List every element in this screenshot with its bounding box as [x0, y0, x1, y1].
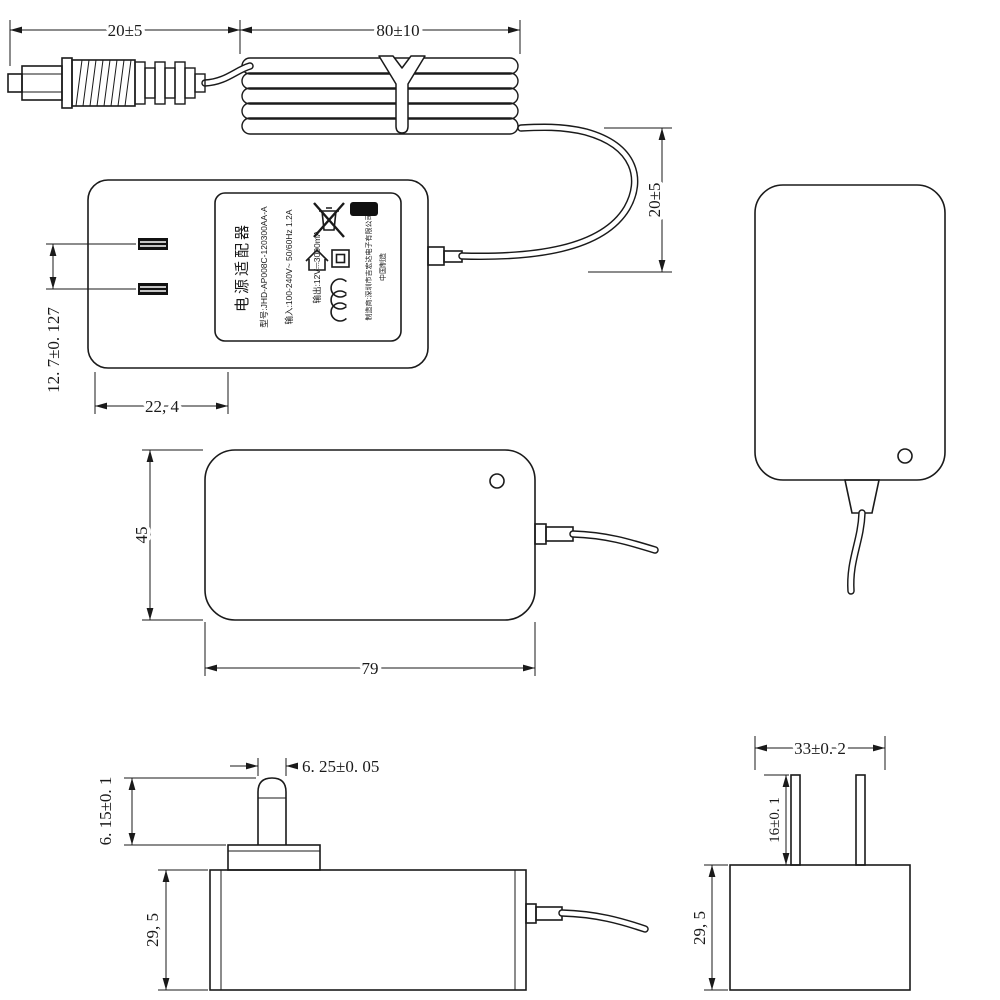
plan-view: 45 79	[129, 449, 659, 682]
label-input: 输入:100-240V~ 50/60Hz 1.2A	[284, 209, 294, 324]
dc-plug-assembly	[7, 57, 206, 109]
house-icon	[305, 248, 329, 271]
adapter-body-outline	[754, 184, 946, 481]
dim-tip-diameter: 6. 25±0. 05	[230, 754, 383, 780]
ccc-mark-icon	[330, 278, 347, 322]
tip-pedestal	[227, 844, 321, 871]
rating-label-outline	[214, 192, 402, 342]
plug-grip-hatch	[75, 59, 132, 107]
dim-pin-offset: 22, 4	[94, 372, 229, 420]
cable-tie-y	[378, 55, 426, 134]
front-view: 电源适配器 型号:JHD-AP008C-120300AA-A 输入:100-24…	[7, 18, 672, 420]
side-view	[754, 184, 946, 595]
end-view-pins: 33±0. 2 16±0. 1 29, 5	[687, 736, 911, 991]
pin-slot-bottom-stripes	[140, 286, 166, 292]
dim-text: 29, 5	[143, 913, 162, 947]
label-product-name: 电源适配器	[234, 222, 251, 312]
dim-text: 22, 4	[145, 397, 180, 416]
extension-lines	[142, 449, 203, 621]
dim-text: 33±0. 2	[794, 739, 846, 758]
plug-tip-profile	[257, 777, 287, 845]
label-black-bar	[350, 202, 378, 216]
extension-lines	[704, 864, 728, 991]
plug-bellows	[134, 61, 206, 105]
dim-text: 80±10	[376, 21, 419, 40]
pin-slot-top	[138, 238, 168, 250]
dim-text: 20±5	[108, 21, 143, 40]
adapter-body-outline	[87, 179, 429, 369]
dim-top-width: 33±0. 2	[754, 736, 886, 770]
pin-slot-bottom	[138, 283, 168, 295]
cable-run	[569, 530, 659, 554]
cable-exit-connector	[427, 246, 463, 266]
plug-flange	[61, 57, 73, 109]
crossed-bin-icon	[313, 202, 345, 238]
strain-relief-base	[534, 523, 547, 545]
dim-text: 16±0. 1	[767, 797, 783, 843]
dim-text: 6. 15±0. 1	[96, 777, 115, 846]
strain-relief-base	[525, 903, 537, 924]
dim-cable-drop: 20±5	[588, 127, 672, 273]
plug-barrel	[21, 65, 63, 101]
dim-tip-height: 6. 15±0. 1	[93, 773, 256, 849]
dim-text: 29, 5	[690, 911, 709, 945]
plug-barrel-lines	[22, 73, 62, 93]
label-model: 型号:JHD-AP008C-120300AA-A	[259, 206, 269, 328]
cable-run-body-to-coil	[458, 123, 639, 261]
dim-body-thickness-front: 29, 5	[140, 869, 208, 991]
strain-relief-base	[427, 246, 445, 266]
edge-view-tip: 6. 15±0. 1 6. 25±0. 05 29, 5	[93, 754, 649, 991]
adapter-body-outline	[729, 864, 911, 991]
extension-lines	[754, 736, 886, 770]
dim-pin-pitch: 12. 7±0. 127	[41, 243, 136, 396]
body-edge-lines	[220, 870, 516, 990]
dim-body-thickness-end: 29, 5	[687, 864, 728, 991]
strain-relief-tip	[545, 526, 574, 542]
extension-lines	[46, 243, 136, 290]
extension-lines	[257, 758, 287, 776]
dim-body-length: 79	[204, 622, 536, 682]
extension-lines	[124, 777, 256, 846]
adapter-body-outline	[204, 449, 536, 621]
label-made-in: 中国制造	[378, 253, 387, 281]
dim-text: 45	[132, 527, 151, 544]
cable-run	[847, 509, 866, 595]
strain-relief-tip	[535, 906, 563, 921]
mains-pin-left	[790, 774, 801, 866]
dim-body-width: 45	[129, 449, 203, 621]
indicator-hole	[489, 473, 505, 489]
label-manufacturer: 制造商:深圳市吉宏达电子有限公司	[364, 214, 373, 321]
label-output: 输出:12V⎓3000mA	[312, 230, 322, 303]
cable-run	[558, 909, 649, 933]
rating-label: 电源适配器 型号:JHD-AP008C-120300AA-A 输入:100-24…	[214, 192, 402, 342]
square-in-square-icon	[331, 249, 350, 268]
mains-pin-slots	[138, 238, 168, 295]
pin-slot-top-stripes	[140, 241, 166, 247]
dim-text: 12. 7±0. 127	[44, 307, 63, 393]
dim-text: 20±5	[645, 183, 664, 218]
plug-tip	[7, 73, 23, 93]
strain-relief-boot	[844, 479, 880, 514]
dim-cable-coil-length: 80±10	[240, 18, 521, 54]
mains-pin-right	[855, 774, 866, 866]
dim-text: 79	[362, 659, 379, 678]
dim-text: 6. 25±0. 05	[302, 757, 379, 776]
dim-plug-length: 20±5	[9, 18, 241, 66]
indicator-hole	[897, 448, 913, 464]
adapter-body-outline	[209, 869, 527, 991]
dim-pin-length: 16±0. 1	[764, 774, 790, 865]
cable-run-plug-to-coil	[201, 62, 254, 87]
cable-coil	[241, 57, 519, 135]
